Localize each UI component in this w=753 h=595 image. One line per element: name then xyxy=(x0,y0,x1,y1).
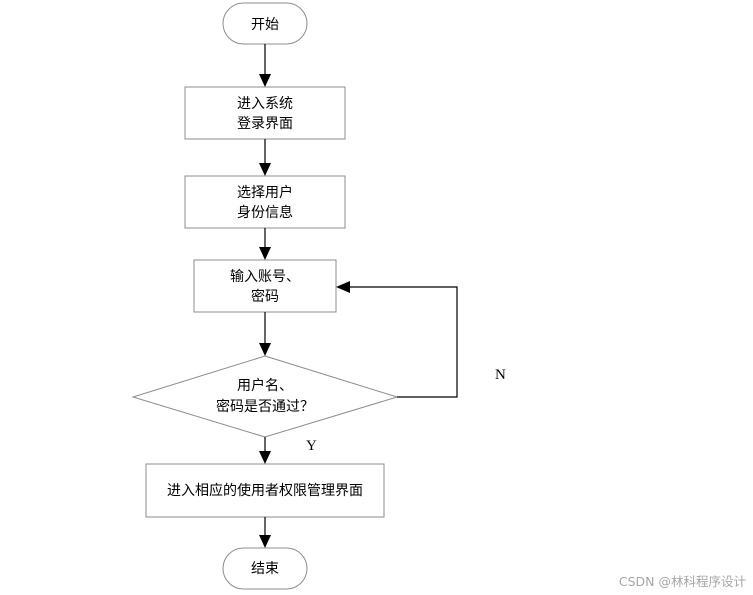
arrowhead-input xyxy=(259,247,271,260)
input-credentials-label-line1: 输入账号、 xyxy=(230,269,300,285)
end-label: 结束 xyxy=(251,561,279,577)
arrowhead-identity xyxy=(259,163,271,176)
yes-label: Y xyxy=(306,438,317,454)
watermark-text: CSDN @林科程序设计 xyxy=(619,574,746,589)
enter-login-box xyxy=(184,86,346,140)
select-identity-label-line2: 身份信息 xyxy=(237,204,293,221)
no-label: N xyxy=(495,367,506,383)
enter-management-label: 进入相应的使用者权限管理界面 xyxy=(167,482,363,499)
check-credentials-label-line1: 用户名、 xyxy=(237,377,293,394)
arrowhead-check xyxy=(259,343,271,356)
arrowhead-management xyxy=(259,451,271,464)
input-credentials-box xyxy=(193,259,337,313)
arrowhead-loop-back xyxy=(336,281,350,293)
input-credentials-label-line2: 密码 xyxy=(251,288,279,305)
start-label: 开始 xyxy=(251,17,279,33)
check-credentials-label-line2: 密码是否通过？ xyxy=(216,398,314,415)
check-credentials-diamond xyxy=(131,355,399,438)
select-identity-label-line1: 选择用户 xyxy=(237,184,293,201)
edge-check-no-loop xyxy=(349,286,458,398)
arrowhead-end xyxy=(259,535,271,548)
enter-login-label-line2: 登录界面 xyxy=(237,116,293,132)
enter-management-box xyxy=(145,463,385,518)
arrowhead-login xyxy=(259,74,271,87)
enter-login-label-line1: 进入系统 xyxy=(237,96,293,112)
